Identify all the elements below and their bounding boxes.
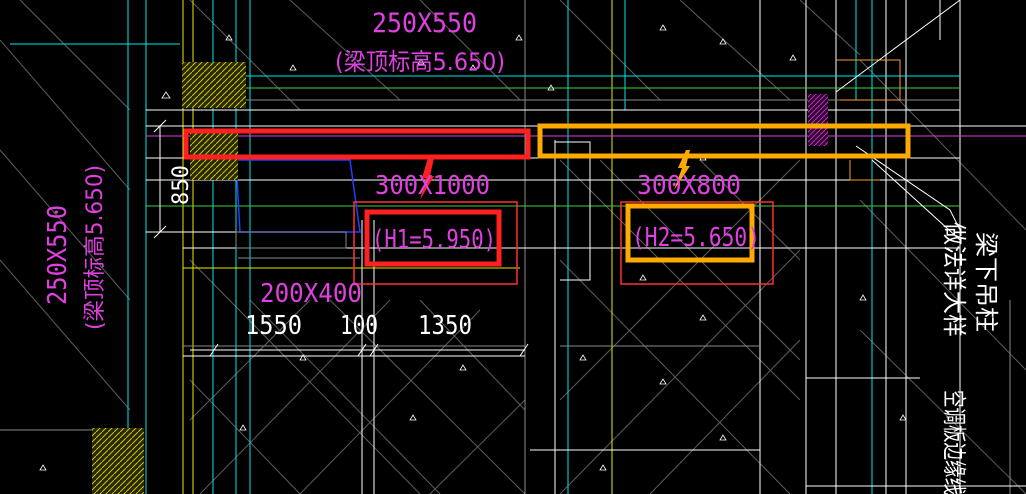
beam-top-elevation-label: (梁顶标高5.650) xyxy=(335,48,505,76)
note-hanging-column-line2: 做法详大样 xyxy=(940,222,968,337)
leader-lines xyxy=(835,0,961,241)
beam-300x800-label: 300X800 xyxy=(637,171,741,201)
h1-label-highlight-box xyxy=(364,209,502,267)
dimension-850-label: 850 xyxy=(169,165,194,205)
orange-pointer-arrow-icon xyxy=(674,150,690,190)
red-pointer-arrow-icon xyxy=(420,158,434,200)
dimension-1350-label: 1350 xyxy=(418,311,472,341)
note-hanging-column-line1: 梁下吊柱 xyxy=(972,232,1000,332)
note-ac-slab-edge: 空调板边缘线 xyxy=(940,390,968,494)
hatched-column-right-small xyxy=(808,94,828,146)
dimension-850-lines xyxy=(153,119,167,239)
elevation-h1-label: (H1=5.950) xyxy=(372,225,496,255)
h1-label-outer-box xyxy=(353,201,518,285)
elevation-h2-label: (H2=5.650) xyxy=(632,223,760,253)
vertical-grid-lines xyxy=(127,0,1011,494)
h2-label-outer-box xyxy=(620,201,774,285)
grey-box-left xyxy=(235,231,347,249)
hatched-column-top-left xyxy=(182,62,246,108)
orange-detail-outline xyxy=(836,59,901,101)
beam-200x400-label: 200X400 xyxy=(260,279,362,309)
dimension-100-label: 100 xyxy=(340,311,378,341)
blue-outline xyxy=(235,159,361,233)
beam-h1-highlight-box xyxy=(183,128,531,160)
beam-end-detail xyxy=(555,141,591,281)
orange-detail-outline-2 xyxy=(849,160,880,181)
dimension-1550-label: 1550 xyxy=(245,311,302,341)
hatched-column-bottom-left xyxy=(92,428,144,494)
beam-left-size-label: 250X550 xyxy=(43,205,73,305)
beam-300x1000-label: 300X1000 xyxy=(375,171,490,201)
h2-label-highlight-box xyxy=(625,203,755,263)
triangle-markers xyxy=(39,24,907,471)
beam-left-elevation-label: (梁顶标高5.650) xyxy=(83,165,108,330)
beam-top-size-label: 250X550 xyxy=(372,8,477,39)
dimension-bottom-lines xyxy=(190,343,529,357)
beam-h2-highlight-box xyxy=(537,123,911,159)
